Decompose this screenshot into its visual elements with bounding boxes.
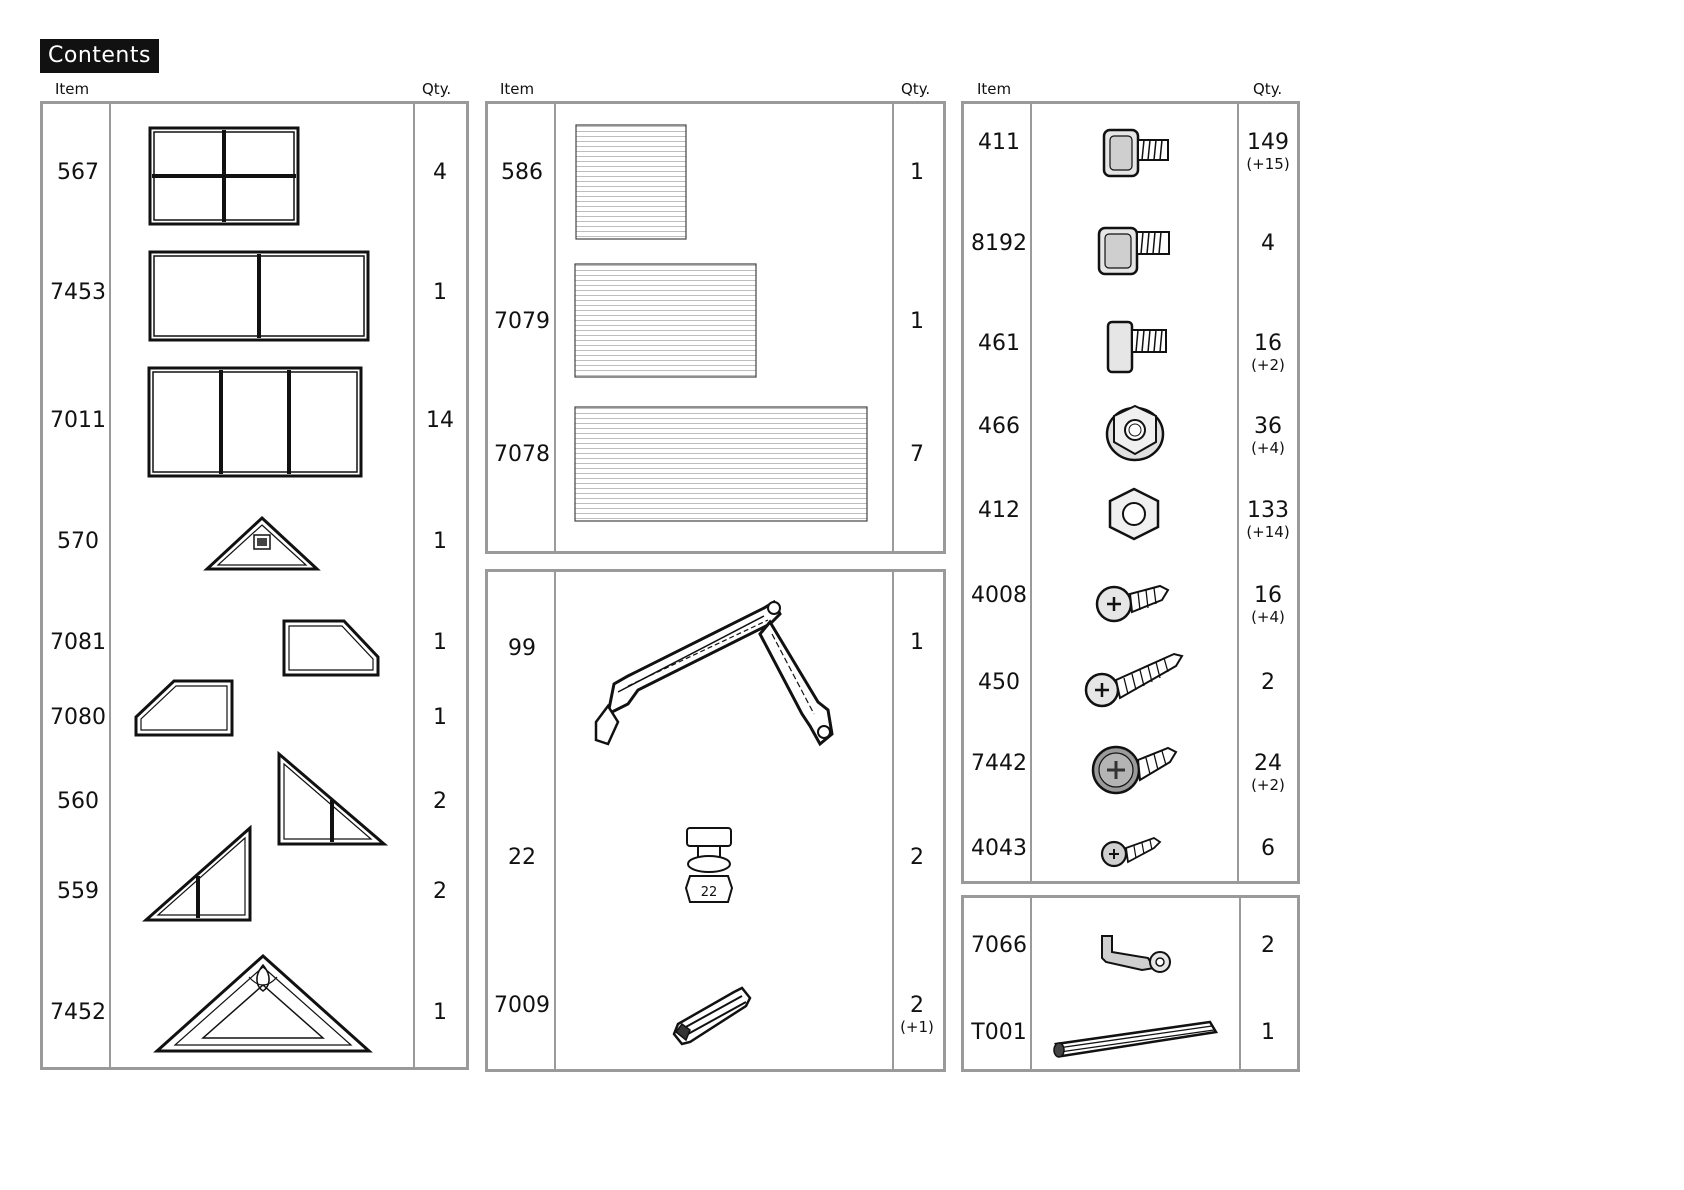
item-number: 7078 xyxy=(492,443,552,467)
small-polycarbonate-sheet-icon xyxy=(575,124,687,240)
item-number: 4043 xyxy=(966,837,1032,861)
item-qty-spare: (+2) xyxy=(1238,357,1298,374)
item-number: 466 xyxy=(966,415,1032,439)
item-qty: 1 xyxy=(1238,1021,1298,1045)
item-qty: 1 xyxy=(412,706,468,730)
item-qty: 1 xyxy=(890,631,944,655)
item-qty: 2 xyxy=(412,790,468,814)
item-number: 7081 xyxy=(48,631,108,655)
item-qty: 133(+14) xyxy=(1238,499,1298,541)
item-number: 7442 xyxy=(966,752,1032,776)
parts-table-frames xyxy=(40,101,469,1070)
item-qty-spare: (+14) xyxy=(1238,524,1298,541)
flange-nut-icon xyxy=(1104,400,1166,462)
item-qty: 14 xyxy=(412,409,468,433)
item-qty-spare: (+1) xyxy=(890,1019,944,1036)
trapezoid-left-frame-icon xyxy=(134,679,236,737)
item-qty: 2(+1) xyxy=(890,994,944,1036)
header-qty-3: Qty. xyxy=(1253,80,1282,98)
item-number: 7452 xyxy=(48,1001,108,1025)
item-qty: 2 xyxy=(412,880,468,904)
item-number: 8192 xyxy=(966,232,1032,256)
item-qty-spare: (+2) xyxy=(1238,777,1298,794)
svg-text:22: 22 xyxy=(701,885,718,900)
item-qty-spare: (+4) xyxy=(1238,609,1298,626)
item-number: 4008 xyxy=(966,584,1032,608)
page-title: Contents xyxy=(40,39,159,73)
item-number: 7009 xyxy=(492,994,552,1018)
square-head-bolt-large-icon xyxy=(1097,220,1173,278)
item-qty-spare: (+15) xyxy=(1238,156,1298,173)
item-qty: 1 xyxy=(890,310,944,334)
large-polycarbonate-sheet-icon xyxy=(574,406,868,522)
triangle-right-frame-icon xyxy=(276,752,388,848)
item-number: 559 xyxy=(48,880,108,904)
item-qty: 2 xyxy=(1238,934,1298,958)
item-qty: 36(+4) xyxy=(1238,415,1298,457)
item-qty: 149(+15) xyxy=(1238,131,1298,173)
item-qty: 4 xyxy=(412,161,468,185)
triangle-left-frame-icon xyxy=(144,826,254,924)
item-number: T001 xyxy=(966,1021,1032,1045)
item-qty-spare: (+4) xyxy=(1238,440,1298,457)
item-qty: 6 xyxy=(1238,837,1298,861)
small-gable-triangle-icon xyxy=(204,515,320,573)
item-number: 412 xyxy=(966,499,1032,523)
item-number: 567 xyxy=(48,161,108,185)
item-qty: 24(+2) xyxy=(1238,752,1298,794)
roof-bracket-icon xyxy=(588,594,840,754)
header-qty-2: Qty. xyxy=(901,80,930,98)
item-number: 450 xyxy=(966,671,1032,695)
connector-22-icon: 22 xyxy=(684,824,736,908)
self-drilling-screw-icon xyxy=(1094,578,1170,628)
item-number: 22 xyxy=(492,846,552,870)
tube-rod-icon xyxy=(1050,1016,1222,1060)
bracket-clip-icon xyxy=(1098,934,1174,976)
panel-2x2-frame-icon xyxy=(148,126,300,226)
hex-nut-icon xyxy=(1106,486,1162,542)
item-qty: 2 xyxy=(1238,671,1298,695)
item-number: 570 xyxy=(48,530,108,554)
panel-3-frame-icon xyxy=(147,366,363,478)
washer-head-screw-icon xyxy=(1092,738,1178,802)
item-number: 7066 xyxy=(966,934,1032,958)
item-qty: 1 xyxy=(412,530,468,554)
panel-2-frame-icon xyxy=(148,250,370,342)
item-qty: 4 xyxy=(1238,232,1298,256)
square-head-bolt-icon xyxy=(1102,124,1172,182)
item-number: 7079 xyxy=(492,310,552,334)
item-number: 7080 xyxy=(48,706,108,730)
item-qty: 16(+2) xyxy=(1238,332,1298,374)
header-item-2: Item xyxy=(500,80,534,98)
item-qty: 7 xyxy=(890,443,944,467)
small-screw-icon xyxy=(1100,834,1162,870)
item-qty: 1 xyxy=(412,1001,468,1025)
star-rod-icon xyxy=(672,984,754,1050)
item-qty: 16(+4) xyxy=(1238,584,1298,626)
item-number: 7453 xyxy=(48,281,108,305)
item-number: 560 xyxy=(48,790,108,814)
header-qty-1: Qty. xyxy=(422,80,451,98)
header-item-1: Item xyxy=(55,80,89,98)
t-bolt-icon xyxy=(1106,318,1170,376)
trapezoid-right-frame-icon xyxy=(282,619,382,677)
medium-polycarbonate-sheet-icon xyxy=(574,263,757,378)
large-gable-triangle-icon xyxy=(153,953,373,1057)
item-number: 586 xyxy=(492,161,552,185)
item-number: 461 xyxy=(966,332,1032,356)
long-screw-icon xyxy=(1084,648,1186,712)
item-qty: 1 xyxy=(890,161,944,185)
header-item-3: Item xyxy=(977,80,1011,98)
item-number: 99 xyxy=(492,637,552,661)
item-qty: 1 xyxy=(412,281,468,305)
item-number: 7011 xyxy=(48,409,108,433)
item-qty: 1 xyxy=(412,631,468,655)
item-number: 411 xyxy=(966,131,1032,155)
item-qty: 2 xyxy=(890,846,944,870)
